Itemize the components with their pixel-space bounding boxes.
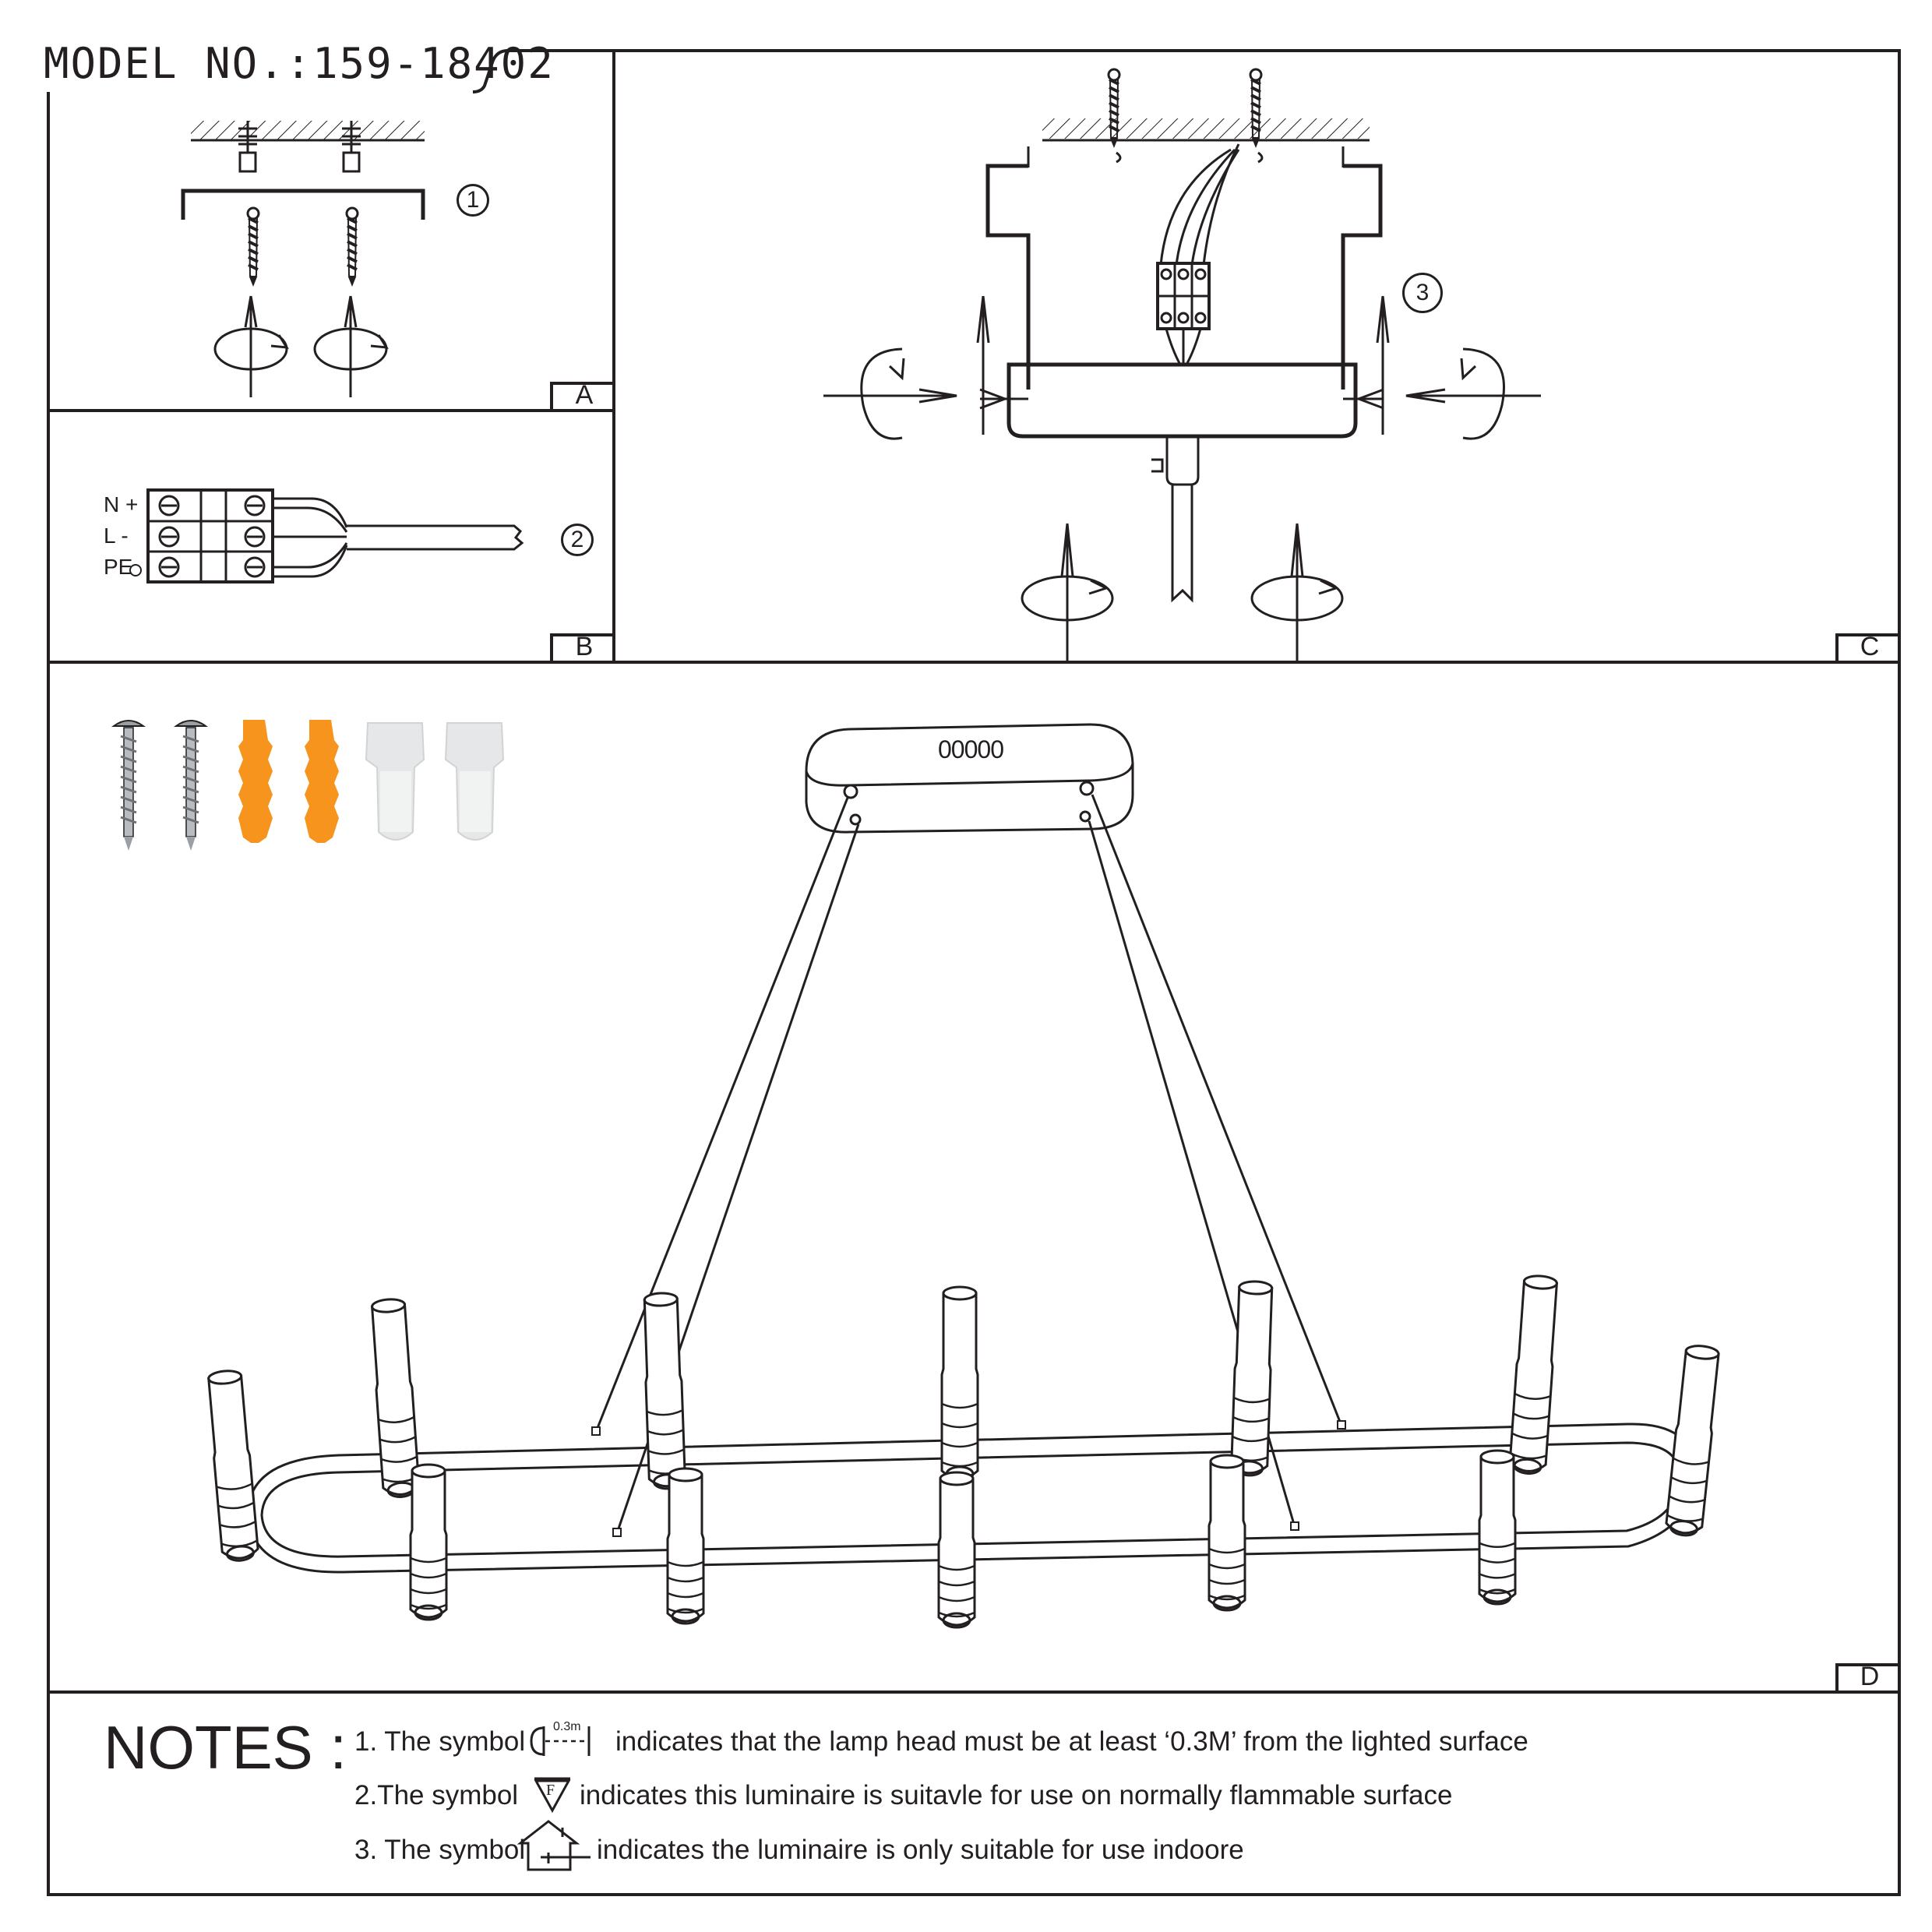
flammable-surface-icon: F: [533, 1776, 572, 1814]
cable-anchor: [1337, 1420, 1346, 1430]
notes-heading: NOTES :: [104, 1713, 347, 1782]
lamp-head-lower: [666, 1467, 705, 1625]
lamp-head-upper: [207, 1370, 259, 1562]
lamp-heads-group: [207, 1274, 1720, 1629]
wire-connector-2: [444, 722, 505, 841]
wire-connector-1: [365, 722, 425, 841]
side-screw-left: [823, 295, 1009, 440]
lamp-head-lower: [1208, 1454, 1246, 1612]
note-2-text: indicates this luminaire is suitavle for…: [580, 1780, 1453, 1810]
panel-label-a: A: [575, 380, 594, 410]
lamp-head-lower: [1478, 1449, 1517, 1606]
screwdriver-arrow-icon: [1021, 523, 1114, 662]
screwdriver-arrow-icon: [313, 295, 389, 397]
wall-plug-icon: [342, 121, 361, 173]
lamp-head-upper: [1230, 1280, 1274, 1477]
cable-anchor: [1290, 1521, 1299, 1531]
wall-anchor-2: [305, 720, 339, 843]
supply-wires: [1159, 143, 1240, 266]
terminal-label-earth: PE: [104, 555, 133, 579]
wall-anchor-1: [238, 720, 273, 843]
screw-icon: [345, 206, 359, 285]
panel-label-b: B: [575, 632, 594, 661]
canopy-outline: [985, 164, 1031, 390]
panel-label-d: D: [1860, 1662, 1880, 1691]
screw-icon: [246, 206, 260, 285]
lamp-head-upper: [1508, 1274, 1558, 1475]
frame-lines: [47, 49, 1901, 1896]
terminal-block: [146, 488, 524, 583]
accessory-screw-2: [173, 720, 209, 851]
flammable-surface-label: F: [546, 1782, 555, 1799]
distance-symbol-label: 0.3m: [553, 1720, 581, 1733]
panel-c-diagram: [823, 68, 1541, 662]
wall-plug-icon: [238, 121, 257, 173]
step-number-3: 3: [1402, 273, 1443, 313]
cable-anchor: [591, 1426, 601, 1436]
panel-a-diagram: [181, 121, 425, 397]
canopy-cover: [1007, 362, 1358, 439]
note-3-text: indicates the luminaire is only suitable…: [597, 1835, 1244, 1865]
lamp-head-lower: [409, 1463, 448, 1621]
distance-symbol-icon: 0.3m: [527, 1720, 594, 1761]
lamp-head-upper: [1665, 1345, 1720, 1537]
lamp-head-upper: [643, 1292, 686, 1490]
step-number-2: 2: [561, 524, 594, 556]
note-3-prefix: 3. The symbol: [354, 1835, 526, 1865]
lamp-head-lower: [937, 1471, 976, 1629]
lamp-head-upper: [371, 1298, 421, 1498]
screwdriver-arrow-icon: [213, 295, 289, 397]
note-1-prefix: 1. The symbol: [354, 1726, 526, 1757]
cable-outlet: [1151, 436, 1200, 603]
panel-label-c: C: [1860, 632, 1880, 661]
screwdriver-arrow-icon: [1250, 523, 1344, 662]
cable-anchor: [612, 1528, 622, 1537]
note-2-prefix: 2.The symbol: [354, 1780, 519, 1810]
lamp-canopy: [805, 723, 1134, 834]
note-1-text: indicates that the lamp head must be at …: [615, 1726, 1528, 1757]
step-number-1: 1: [457, 184, 489, 217]
indoor-use-icon: [516, 1818, 592, 1873]
terminal-label-neutral: N +: [104, 492, 139, 516]
accessory-screw-1: [111, 720, 146, 851]
mounting-bracket: [181, 189, 425, 220]
terminal-block-icon: [1156, 262, 1211, 330]
lamp-body-label: 00000: [938, 735, 1004, 763]
terminal-label-live: L -: [104, 524, 129, 548]
lamp-head-upper: [940, 1285, 979, 1482]
side-screw-right: [1356, 295, 1541, 440]
model-number: MODEL NO.:159-18402: [44, 39, 555, 88]
